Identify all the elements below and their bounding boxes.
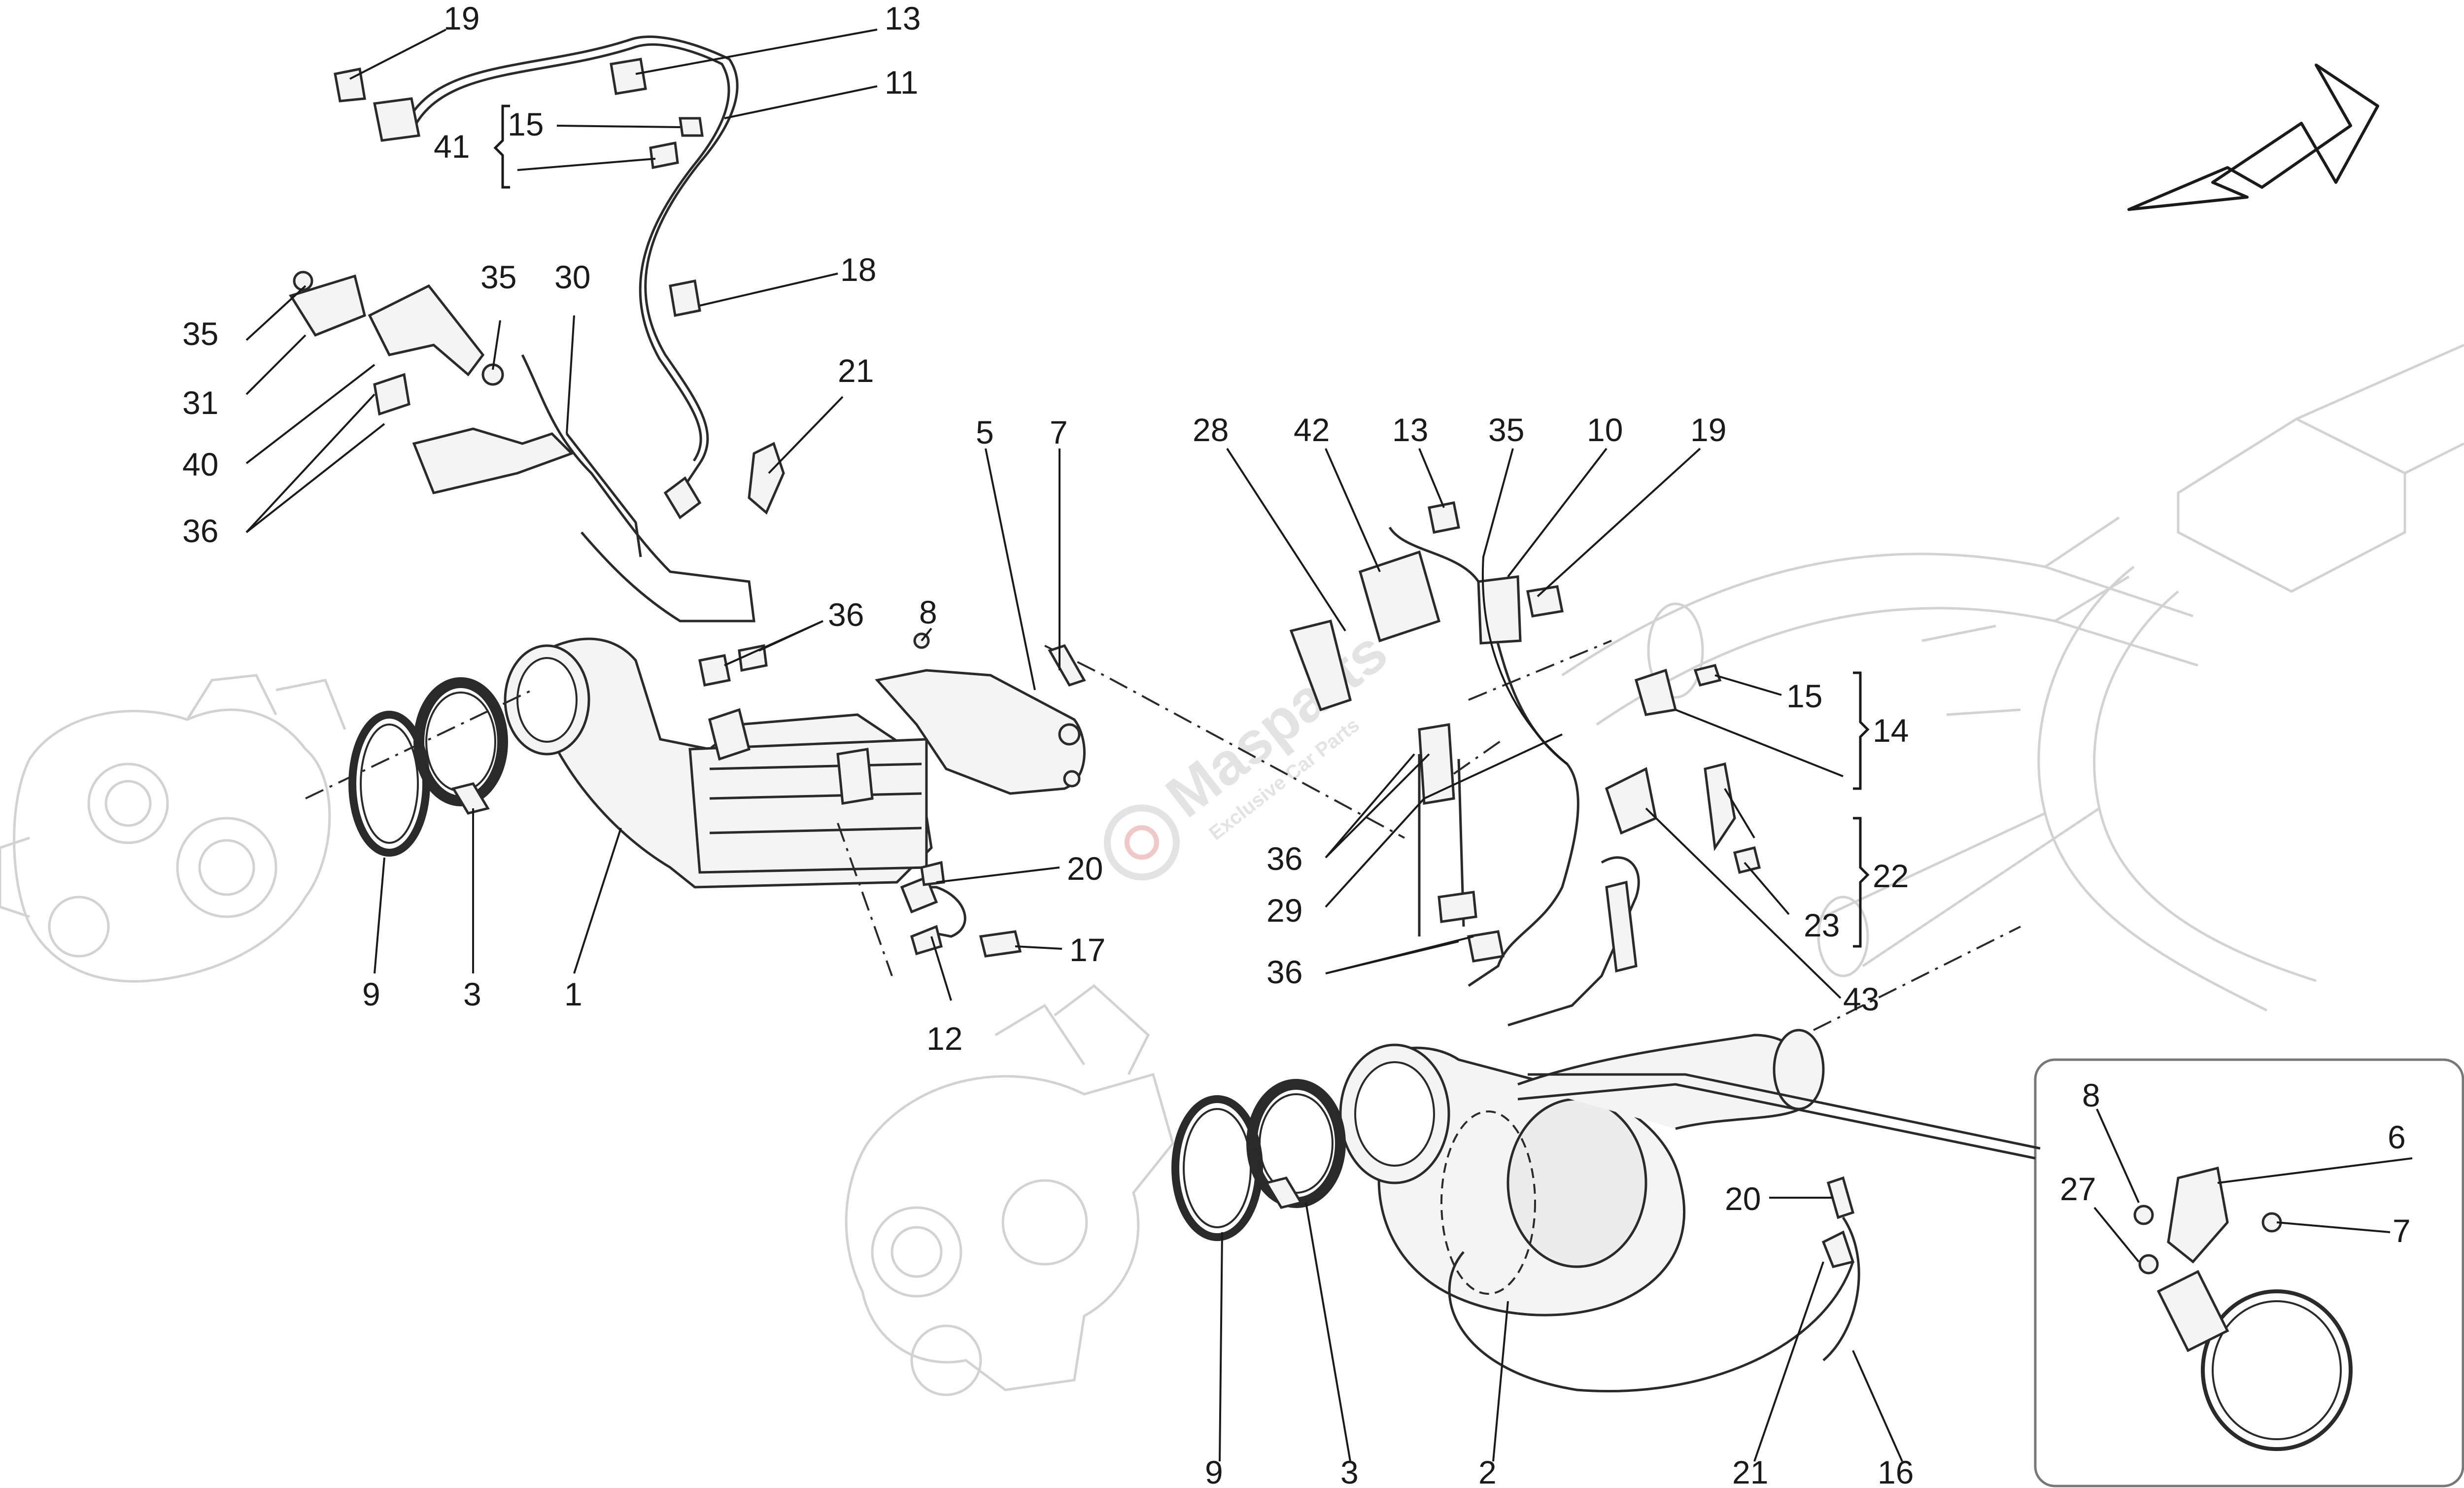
callout-20-low: 20 (1725, 1180, 1761, 1217)
callout-8-inset: 8 (2082, 1077, 2100, 1113)
right-catalytic-converter (1339, 1029, 2041, 1392)
watermark-logo-icon (1103, 804, 1180, 881)
callout-9-left: 9 (362, 976, 380, 1012)
left-bracket (875, 669, 1086, 795)
callout-16: 16 (1878, 1454, 1914, 1488)
callout-labels: 19 13 11 15 41 35 35 30 18 31 21 40 36 5… (182, 0, 2411, 1488)
callout-35-left: 35 (182, 315, 218, 352)
callout-36-r1: 36 (1266, 840, 1302, 877)
left-axis-line (305, 689, 533, 799)
callout-35-mid: 35 (480, 259, 516, 295)
callout-31: 31 (182, 384, 218, 421)
callout-41: 41 (434, 128, 470, 165)
catalyst-sensor-fittings (698, 632, 1086, 805)
callout-2: 2 (1478, 1454, 1497, 1488)
callout-10: 10 (1587, 412, 1623, 448)
upper-sensor-bracket (289, 271, 785, 623)
callout-30: 30 (554, 259, 590, 295)
left-catalytic-converter (504, 637, 933, 889)
center-axis-line (1044, 645, 1405, 839)
callout-19-top: 19 (444, 0, 479, 36)
callout-8-mid: 8 (919, 594, 937, 630)
callout-23: 23 (1804, 907, 1840, 943)
callout-35-right: 35 (1488, 412, 1524, 448)
left-clamp (413, 677, 508, 815)
callout-17: 17 (1069, 932, 1105, 968)
callout-42: 42 (1294, 412, 1330, 448)
right-clamp (1246, 1079, 1346, 1209)
callout-28: 28 (1193, 412, 1229, 448)
callout-36-left: 36 (182, 513, 218, 549)
callout-3-low: 3 (1340, 1454, 1359, 1488)
callout-13-top: 13 (885, 0, 921, 36)
watermark: Masparts Exclusive Car Parts (1103, 618, 1399, 881)
callout-15-right: 15 (1786, 678, 1822, 714)
callout-43: 43 (1843, 981, 1879, 1017)
direction-arrow-icon (2127, 64, 2379, 211)
callout-15-top: 15 (508, 106, 544, 142)
callout-13-right: 13 (1392, 412, 1428, 448)
callout-29: 29 (1266, 892, 1302, 929)
callout-5: 5 (976, 414, 994, 450)
callout-36-cat: 36 (828, 596, 864, 633)
braces (493, 104, 1870, 948)
rear-exhaust-pipes (1561, 344, 2464, 1012)
callout-12: 12 (926, 1020, 962, 1057)
callout-36-r2: 36 (1266, 954, 1302, 990)
callout-7-mid: 7 (1050, 414, 1068, 450)
left-lambda-sensor (900, 861, 1022, 958)
right-axis-line (1453, 640, 2021, 1031)
callout-18: 18 (840, 251, 876, 288)
leader-lines (245, 29, 2413, 1462)
callout-22: 22 (1873, 858, 1909, 894)
callout-3-left: 3 (463, 976, 481, 1012)
callout-27: 27 (2060, 1171, 2096, 1207)
lower-turbocharger (845, 984, 1174, 1396)
callout-11: 11 (885, 64, 919, 101)
callout-21-low: 21 (1732, 1454, 1768, 1488)
callout-19-right: 19 (1690, 412, 1726, 448)
callout-9-low: 9 (1205, 1454, 1223, 1488)
right-sensor-harness (1289, 501, 1640, 1027)
upper-sensor-harness (334, 35, 739, 519)
callout-40: 40 (182, 446, 218, 483)
left-turbocharger (0, 674, 346, 983)
callout-7-inset: 7 (2393, 1212, 2411, 1249)
callout-14: 14 (1873, 712, 1909, 749)
right-gasket (1171, 1095, 1263, 1241)
callout-1: 1 (564, 976, 582, 1012)
callout-20-mid: 20 (1067, 850, 1103, 887)
callout-21-top: 21 (838, 352, 874, 389)
callout-6: 6 (2388, 1119, 2406, 1155)
center-axis-line-2 (837, 823, 893, 976)
